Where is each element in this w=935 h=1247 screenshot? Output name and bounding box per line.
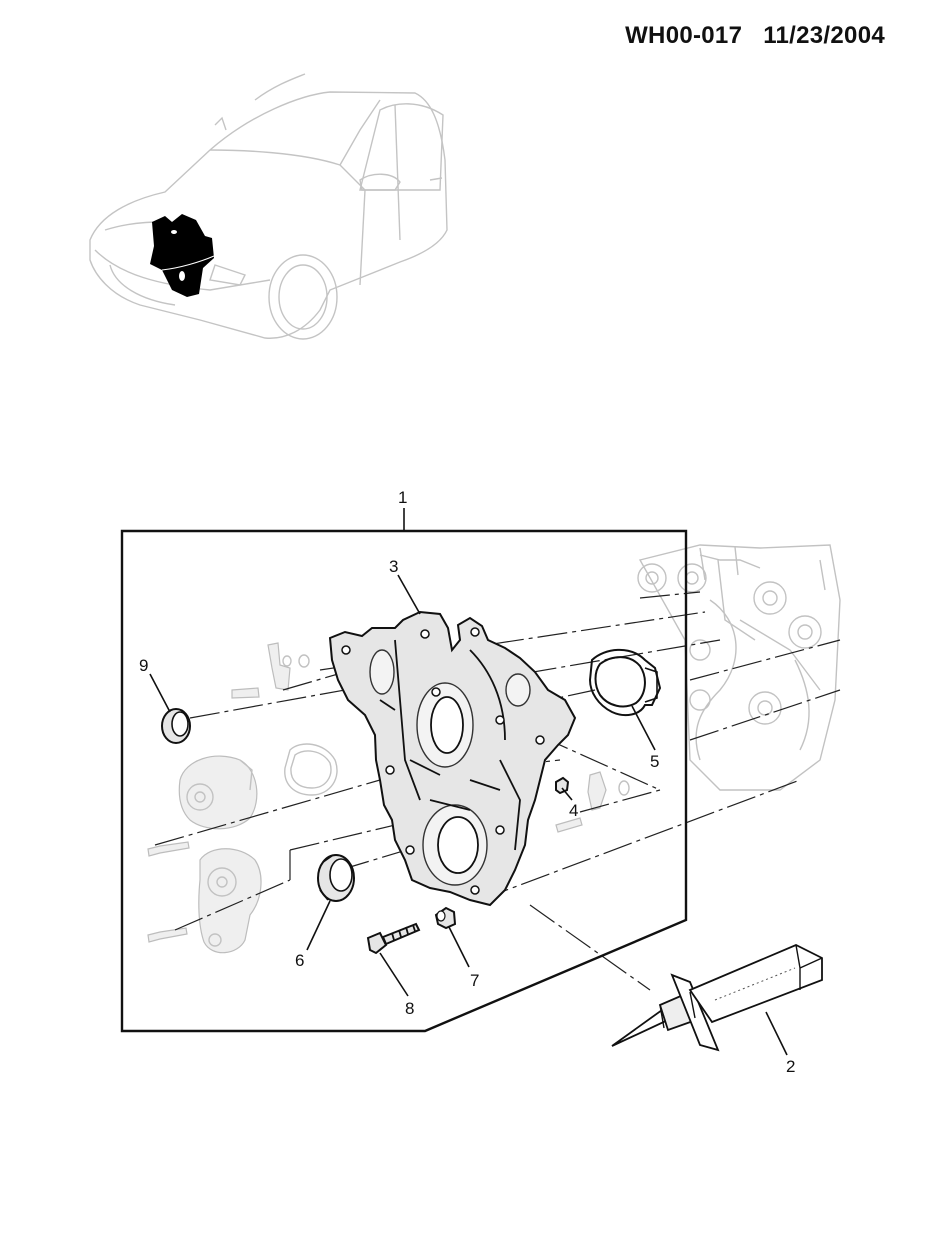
callout-4: 4 (569, 801, 578, 820)
callout-1: 1 (398, 488, 407, 507)
vehicle-locator-icon (89, 73, 448, 340)
crankshaft-seal (317, 854, 355, 902)
drawing-header: WH00-017 11/23/2004 (625, 22, 885, 50)
leader-lines (149, 508, 788, 1056)
callout-8: 8 (405, 999, 414, 1018)
drawing-date: 11/23/2004 (763, 22, 885, 49)
locating-sleeve (434, 906, 457, 930)
callout-labels: 1 2 3 4 5 6 7 8 9 (139, 488, 795, 1076)
drawing-code: WH00-017 (625, 22, 743, 49)
kit-frame (120, 529, 688, 1033)
callout-2: 2 (786, 1057, 795, 1076)
dowel-pin (555, 776, 570, 795)
camshaft-seal (161, 708, 191, 744)
ghost-components (147, 642, 630, 954)
callout-6: 6 (295, 951, 304, 970)
callout-5: 5 (650, 752, 659, 771)
timing-cover (328, 610, 577, 907)
cover-bolt (366, 922, 421, 955)
callout-7: 7 (470, 971, 479, 990)
cover-gasket (588, 648, 662, 717)
callout-9: 9 (139, 656, 148, 675)
sealant-tube-icon (611, 944, 823, 1052)
callout-3: 3 (389, 557, 398, 576)
